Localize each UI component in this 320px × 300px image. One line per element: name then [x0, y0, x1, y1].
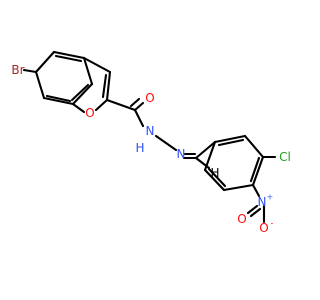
bond: [34, 70, 46, 100]
bond: [71, 82, 94, 106]
bond: [129, 97, 141, 108]
bond: [101, 73, 108, 99]
bond: [54, 54, 83, 63]
bond: [213, 134, 247, 144]
bond: [52, 50, 86, 60]
bond: [222, 183, 255, 192]
bond: [207, 167, 227, 188]
bond: [194, 140, 217, 160]
atom-o-nitro-down: O: [259, 221, 268, 235]
bond: [105, 98, 137, 112]
atom-cl: Cl: [279, 150, 291, 164]
bond: [217, 138, 245, 147]
charge-o-nitro: -: [271, 219, 274, 228]
bond: [45, 94, 72, 103]
bond: [251, 155, 265, 187]
bond: [154, 134, 178, 152]
charge-n-nitro: +: [267, 193, 274, 202]
bond: [251, 183, 261, 198]
bond: [42, 96, 75, 106]
atom-nh: N: [146, 124, 155, 138]
atom-n-imine: N: [177, 147, 186, 161]
bond: [249, 156, 261, 183]
bond: [249, 207, 262, 218]
bond: [243, 134, 265, 159]
bond: [71, 102, 86, 114]
molecule-structure: Br O O N H N H Cl N + O - O: [11, 50, 291, 235]
bond: [34, 50, 56, 74]
bond: [82, 56, 94, 86]
bond: [105, 70, 112, 102]
bonds: [22, 50, 277, 224]
bond: [22, 68, 38, 74]
atom-o-carbonyl: O: [145, 91, 154, 105]
atom-n-nitro: N: [258, 195, 267, 209]
atom-labels: Br O O N H N H Cl N + O - O: [11, 63, 290, 235]
atom-h-nh: H: [135, 141, 144, 155]
bond: [133, 101, 145, 112]
bond: [133, 108, 145, 128]
atom-h-imine: H: [210, 166, 219, 180]
bond: [94, 98, 109, 112]
bond: [70, 83, 90, 102]
bond: [203, 140, 217, 172]
bond: [246, 204, 259, 215]
atom-br: Br: [11, 63, 24, 77]
bond: [203, 168, 226, 192]
atom-o-furan: O: [85, 106, 94, 120]
bond: [82, 56, 112, 74]
atom-o-nitro-left: O: [237, 212, 246, 226]
